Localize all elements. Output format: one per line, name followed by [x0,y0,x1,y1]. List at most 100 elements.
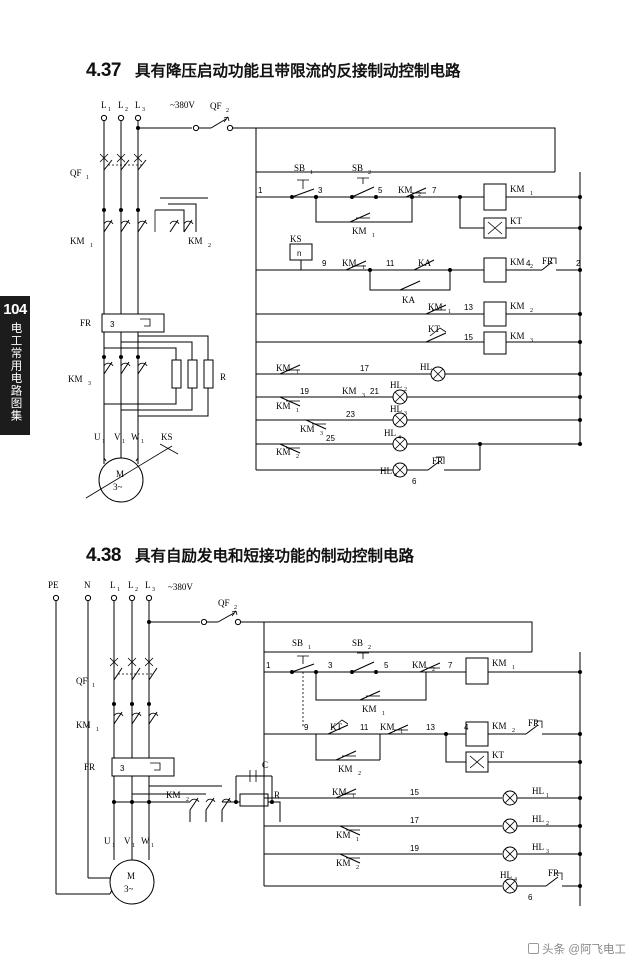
svg-text:M: M [127,871,135,881]
svg-text:15: 15 [464,333,473,342]
svg-text:1: 1 [96,727,99,733]
svg-text:1: 1 [151,843,154,849]
capacitor-label-438: C [262,760,268,770]
svg-text:2: 2 [432,667,435,673]
svg-text:1: 1 [90,243,93,249]
svg-text:KM: KM [166,790,181,800]
svg-text:KT: KT [428,324,440,334]
svg-text:KM: KM [68,374,83,384]
svg-text:2: 2 [125,107,128,113]
svg-text:1: 1 [102,439,105,445]
watermark-text: 头条 @阿飞电工 [542,944,626,956]
svg-text:19: 19 [300,387,309,396]
svg-text:KM: KM [342,386,357,396]
svg-text:2: 2 [226,108,229,114]
svg-text:3: 3 [530,338,533,344]
svg-text:KM: KM [70,236,85,246]
svg-text:KM: KM [492,721,507,731]
section-number-438: 4.38 [86,545,121,566]
svg-text:QF: QF [210,101,222,111]
svg-text:1: 1 [122,439,125,445]
svg-text:KM: KM [492,658,507,668]
svg-text:HL: HL [380,466,392,476]
svg-text:6: 6 [528,893,533,902]
svg-text:KM: KM [380,722,395,732]
svg-text:KM: KM [398,185,413,195]
contactor-km1-km2-437: KM 1 KM 2 [70,197,211,249]
svg-text:1: 1 [512,665,515,671]
svg-text:3: 3 [362,393,365,399]
svg-text:6: 6 [412,477,417,486]
svg-text:HL: HL [532,814,544,824]
svg-text:3: 3 [142,107,145,113]
svg-text:1: 1 [400,729,403,735]
svg-text:KM: KM [188,236,203,246]
svg-text:7: 7 [432,186,437,195]
svg-text:9: 9 [322,259,327,268]
svg-text:2: 2 [356,865,359,871]
svg-text:W: W [131,432,140,442]
svg-text:PE: PE [48,580,59,590]
resistor-label-437: R [220,372,226,382]
svg-text:1: 1 [296,370,299,376]
svg-text:KM: KM [276,401,291,411]
svg-text:2: 2 [208,243,211,249]
svg-text:FR: FR [84,762,95,772]
section-title-438: 具有自励发电和短接功能的制动控制电路 [134,548,414,565]
page-number: 104 [3,301,27,318]
svg-text:HL: HL [532,842,544,852]
svg-text:HL: HL [384,428,396,438]
svg-text:KM: KM [510,257,525,267]
section-title-437: 具有降压启动功能且带限流的反接制动控制电路 [134,63,461,80]
svg-text:QF: QF [70,168,82,178]
svg-text:1: 1 [141,439,144,445]
svg-text:FR: FR [548,868,559,878]
svg-text:21: 21 [370,387,379,396]
svg-text:1: 1 [372,233,375,239]
svg-text:L: L [118,100,124,110]
svg-text:1: 1 [117,587,120,593]
svg-text:KS: KS [290,234,302,244]
svg-text:SB: SB [352,638,363,648]
svg-text:1: 1 [132,843,135,849]
svg-text:17: 17 [410,816,419,825]
svg-text:KM: KM [276,363,291,373]
svg-text:2: 2 [546,821,549,827]
svg-text:L: L [135,100,141,110]
svg-text:1: 1 [448,309,451,315]
book-title-vertical: 电工常用电路图集 [9,322,22,422]
section-heading-437: 4.37 具有降压启动功能且带限流的反接制动控制电路 [86,59,461,82]
svg-text:U: U [104,836,111,846]
svg-text:2: 2 [404,387,407,393]
svg-text:FR: FR [542,256,553,266]
svg-text:KM: KM [342,258,357,268]
svg-text:SB: SB [294,163,305,173]
svg-text:5: 5 [378,186,383,195]
svg-text:KA: KA [402,295,415,305]
svg-text:KM: KM [352,226,367,236]
svg-text:1: 1 [362,265,365,271]
svg-text:2: 2 [530,264,533,270]
svg-text:KT: KT [492,750,504,760]
svg-text:W: W [141,836,150,846]
section-heading-438: 4.38 具有自励发电和短接功能的制动控制电路 [86,544,414,567]
svg-text:3~: 3~ [124,884,134,894]
svg-text:V: V [114,432,121,442]
svg-text:2: 2 [234,605,237,611]
svg-text:11: 11 [386,259,395,268]
svg-text:1: 1 [382,711,385,717]
svg-text:13: 13 [426,723,435,732]
svg-text:KM: KM [510,301,525,311]
svg-text:2: 2 [512,728,515,734]
svg-text:23: 23 [346,410,355,419]
svg-text:4: 4 [394,473,397,479]
